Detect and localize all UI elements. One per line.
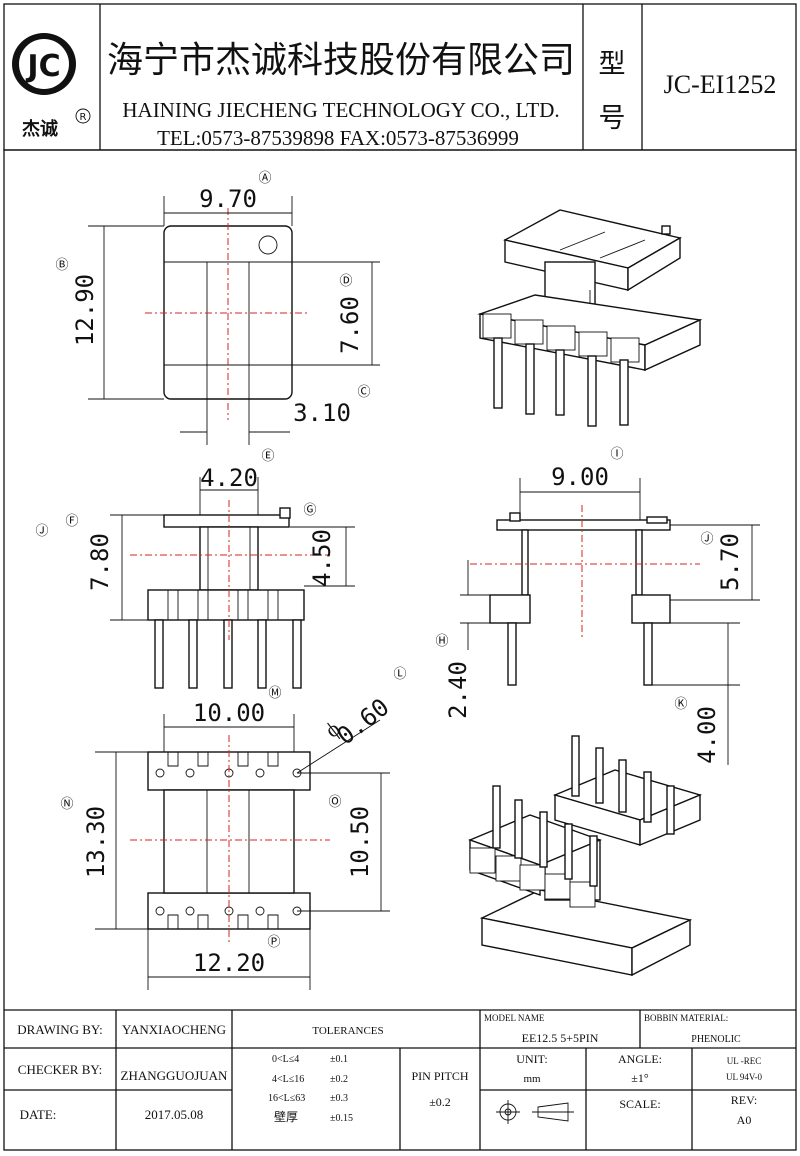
drawing-border <box>3 149 797 1151</box>
logo-subtext: 杰诚 <box>22 118 58 140</box>
drawing-by-label: DRAWING BY: <box>17 1022 103 1037</box>
dim-f-value: 7.80 <box>86 533 114 591</box>
model-name-value: EE12.5 5+5PIN <box>522 1031 599 1045</box>
drawing-by-value: YANXIAOCHENG <box>122 1022 226 1037</box>
header-block: JC 杰诚 R 海宁市杰诚科技股份有限公司 HAINING JIECHENG T… <box>3 3 797 151</box>
dim-k-value: 4.00 <box>693 706 721 764</box>
dim-c-label: Ⓒ <box>357 384 370 399</box>
scale-label: SCALE: <box>619 1097 660 1111</box>
front-view: 4.20 Ⓔ 7.80 Ⓕ Ⓙ 4.50 Ⓖ <box>35 448 355 689</box>
type-label-1: 型 <box>599 49 626 80</box>
dim-m-label: Ⓜ <box>268 685 281 700</box>
unit-label: UNIT: <box>516 1052 547 1066</box>
ul-rec: UL -REC <box>727 1056 761 1066</box>
tol-range-4: 壁厚 <box>274 1109 298 1124</box>
ul-94v0: UL 94V-0 <box>726 1072 763 1082</box>
tol-range-2: 4<L≤16 <box>272 1074 304 1085</box>
checker-by-label: CHECKER BY: <box>18 1062 102 1077</box>
dim-i-label: Ⓘ <box>610 446 623 461</box>
dim-e-label: Ⓔ <box>261 448 274 463</box>
tol-range-3: 16<L≤63 <box>268 1093 305 1104</box>
tol-value-1: ±0.1 <box>330 1054 348 1065</box>
company-name-cn: 海宁市杰诚科技股份有限公司 <box>107 40 575 81</box>
dim-e-value: 4.20 <box>200 464 258 492</box>
dim-m-value: 10.00 <box>193 699 265 727</box>
dim-i-value: 9.00 <box>551 463 609 491</box>
isometric-view-top <box>477 209 703 427</box>
dim-d-label: Ⓓ <box>339 273 352 288</box>
title-block: DRAWING BY: YANXIAOCHENG CHECKER BY: ZHA… <box>4 1009 796 1150</box>
dim-l-label: Ⓛ <box>393 666 406 681</box>
dim-h-value: 2.40 <box>444 661 472 719</box>
dim-j-side-label: Ⓙ <box>35 523 48 538</box>
angle-label: ANGLE: <box>618 1052 662 1066</box>
rev-label: REV: <box>731 1093 757 1107</box>
dim-d-value: 7.60 <box>336 296 364 354</box>
company-name-en: HAINING JIECHENG TECHNOLOGY CO., LTD. <box>122 98 559 122</box>
dim-o-value: 10.50 <box>346 806 374 878</box>
dim-a-label: Ⓐ <box>258 170 271 185</box>
bobbin-material-label: BOBBIN MATERIAL: <box>644 1013 728 1023</box>
angle-value: ±1° <box>631 1071 649 1085</box>
dim-j-value: 5.70 <box>716 533 744 591</box>
dim-n-label: Ⓝ <box>60 796 73 811</box>
logo-text: JC <box>25 49 60 84</box>
bottom-view: 10.00 Ⓜ 0.60 ϕ Ⓛ 13.30 Ⓝ 10.50 Ⓞ 12.20 Ⓟ <box>60 666 407 990</box>
dim-a-value: 9.70 <box>199 185 257 213</box>
dim-c-value: 3.10 <box>293 399 351 427</box>
tolerance-table: 0<L≤4 ±0.1 4<L≤16 ±0.2 16<L≤63 ±0.3 壁厚 ±… <box>268 1054 353 1124</box>
isometric-view-bottom <box>468 735 703 977</box>
rev-value: A0 <box>737 1113 752 1127</box>
pin-pitch-label: PIN PITCH <box>411 1069 468 1083</box>
date-label: DATE: <box>20 1107 57 1122</box>
dim-k-label: Ⓚ <box>674 696 687 711</box>
dim-f-label: Ⓕ <box>65 513 78 528</box>
company-logo: JC 杰诚 R <box>12 33 91 140</box>
checker-by-value: ZHANGGUOJUAN <box>121 1068 228 1083</box>
tol-value-4: ±0.15 <box>330 1113 353 1124</box>
dim-p-label: Ⓟ <box>267 934 280 949</box>
projection-symbol <box>496 1100 574 1124</box>
side-view: 9.00 Ⓘ 5.70 Ⓙ 2.40 Ⓗ 4.00 Ⓚ <box>435 446 760 765</box>
unit-value: mm <box>523 1073 541 1085</box>
registered-mark: R <box>80 112 87 123</box>
company-contact: TEL:0573-87539898 FAX:0573-87536999 <box>157 126 519 150</box>
top-view: 9.70 Ⓐ 12.90 Ⓑ 7.60 Ⓓ 3.10 Ⓒ <box>55 170 380 445</box>
dim-g-value: 4.50 <box>308 529 336 587</box>
tol-range-1: 0<L≤4 <box>272 1054 299 1065</box>
dim-h-label: Ⓗ <box>435 633 448 648</box>
dim-b-label: Ⓑ <box>55 257 68 272</box>
dim-b-value: 12.90 <box>71 274 99 346</box>
type-label-2: 号 <box>599 103 626 134</box>
dim-n-value: 13.30 <box>82 806 110 878</box>
dim-j-label: Ⓙ <box>700 531 713 546</box>
dim-p-value: 12.20 <box>193 949 265 977</box>
dim-l-value: 0.60 <box>332 693 395 751</box>
tolerances-label: TOLERANCES <box>312 1025 383 1037</box>
model-name-label: MODEL NAME <box>484 1013 545 1023</box>
tol-value-3: ±0.3 <box>330 1093 348 1104</box>
bobbin-material-value: PHENOLIC <box>691 1034 741 1045</box>
pin-pitch-value: ±0.2 <box>429 1095 451 1109</box>
dim-o-label: Ⓞ <box>328 794 341 809</box>
date-value: 2017.05.08 <box>145 1107 204 1122</box>
dim-g-label: Ⓖ <box>303 502 316 517</box>
model-code: JC-EI1252 <box>664 70 777 99</box>
tol-value-2: ±0.2 <box>330 1074 348 1085</box>
